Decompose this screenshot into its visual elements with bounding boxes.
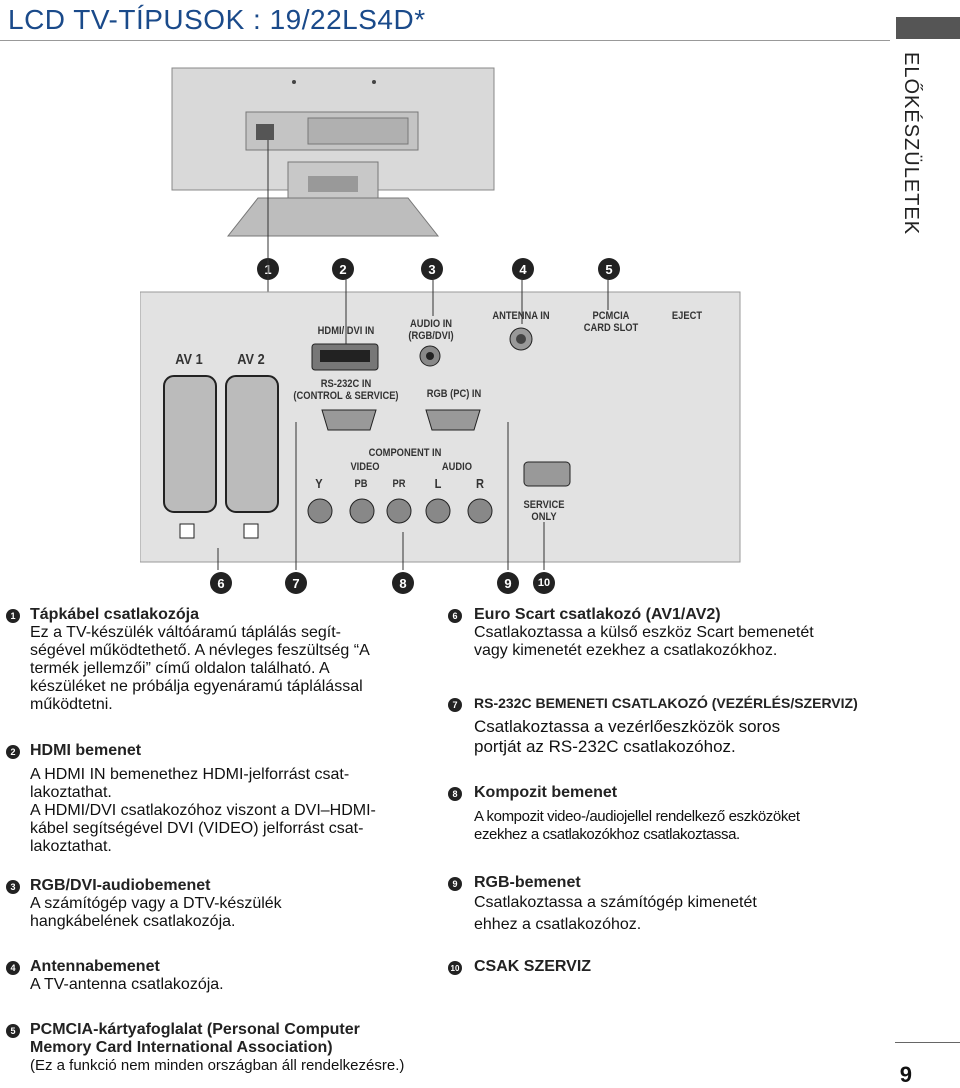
item-text: portját az RS-232C csatlakozóhoz. [474,737,736,756]
item-number: 7 [448,698,462,712]
footer-divider [895,1042,960,1043]
top-divider [0,40,890,41]
item-number: 2 [6,745,20,759]
item-text: (Ez a funkció nem minden országban áll r… [30,1057,405,1074]
item-text: termék jellemzői” című oldalon található… [30,660,330,677]
item-title: CSAK SZERVIZ [474,958,592,975]
video-label: VIDEO [350,461,380,473]
item-text: Csatlakoztassa a külső eszköz Scart beme… [474,624,814,641]
desc-item-3: 3 RGB/DVI-audiobemenet A számítógép vagy… [6,877,426,931]
item-title: RS-232C BEMENETI CSATLAKOZÓ (VEZÉRLÉS/SZ… [474,695,858,711]
desc-item-7: 7 RS-232C BEMENETI CSATLAKOZÓ (VEZÉRLÉS/… [448,695,888,757]
item-text: lakoztathat. [30,784,112,801]
eject-label: EJECT [671,310,703,322]
desc-item-1: 1 Tápkábel csatlakozója Ez a TV-készülék… [6,606,426,714]
page-title: LCD TV-TÍPUSOK : 19/22LS4D* [8,4,426,35]
callout-number: 5 [598,258,620,280]
callout-number: 9 [497,572,519,594]
item-text: Memory Card International Association) [30,1039,333,1056]
item-title: RGB/DVI-audiobemenet [30,877,211,894]
item-text: A HDMI IN bemenethez HDMI-jelforrást csa… [30,766,350,783]
component-label: COMPONENT IN [368,447,442,459]
item-text: vagy kimenetét ezekhez a csatlakozókhoz. [474,642,778,659]
item-text: készüléket ne próbálja egyenáramú táplál… [30,678,363,695]
callout-number: 10 [533,572,555,594]
desc-item-2: 2 HDMI bemenet A HDMI IN bemenethez HDMI… [6,742,426,856]
item-title: Kompozit bemenet [474,784,618,801]
item-number: 6 [448,609,462,623]
section-tab-block [896,17,960,39]
item-text: A számítógép vagy a DTV-készülék [30,895,282,912]
section-label: ELŐKÉSZÜLETEK [900,52,922,236]
tv-back-illustration [171,67,495,237]
item-text: kábel segítségével DVI (VIDEO) jelforrás… [30,820,364,837]
desc-item-5: 5 PCMCIA-kártyafoglalat (Personal Comput… [6,1021,446,1075]
desc-item-6: 6 Euro Scart csatlakozó (AV1/AV2) Csatla… [448,606,888,660]
callout-number: 2 [332,258,354,280]
jack-pr-label: PR [392,478,406,490]
item-text: működtetni. [30,696,113,713]
antenna-label: ANTENNA IN [492,310,550,322]
item-text: hangkábelének csatlakozója. [30,913,236,930]
jack-r-label: R [476,476,484,491]
rgb-pc-label: RGB (PC) IN [426,388,482,400]
item-title: HDMI bemenet [30,742,142,759]
item-title: Euro Scart csatlakozó (AV1/AV2) [474,606,721,623]
hdmi-label: HDMI/ DVI IN [317,325,375,337]
callout-number: 4 [512,258,534,280]
item-number: 8 [448,787,462,801]
item-text: Csatlakoztassa a számítógép kimenetét [474,894,757,911]
audio-in-label: AUDIO IN(RGB/DVI) [408,318,454,342]
item-text: Ez a TV-készülék váltóáramú táplálás seg… [30,624,341,641]
av1-label: AV 1 [175,351,203,368]
callout-number: 8 [392,572,414,594]
callout-number: 6 [210,572,232,594]
item-text: A HDMI/DVI csatlakozóhoz viszont a DVI–H… [30,802,376,819]
item-title: Tápkábel csatlakozója [30,606,199,623]
item-title: RGB-bemenet [474,874,581,891]
item-title: PCMCIA-kártyafoglalat (Personal Computer [30,1021,360,1038]
item-title: Antennabemenet [30,958,160,975]
jack-l-label: L [434,476,442,491]
callout-number: 3 [421,258,443,280]
desc-item-8: 8 Kompozit bemenet A kompozit video-/aud… [448,784,888,844]
item-number: 5 [6,1024,20,1038]
connector-panel [140,140,741,570]
jack-y-label: Y [315,476,323,491]
audio-label: AUDIO [441,461,473,473]
jack-pb-label: PB [354,478,368,490]
item-text: lakoztathat. [30,838,112,855]
rs232-label: RS-232C IN(CONTROL & SERVICE) [293,378,399,402]
callout-number: 7 [285,572,307,594]
item-number: 4 [6,961,20,975]
item-number: 9 [448,877,462,891]
item-number: 10 [448,961,462,975]
item-text: A TV-antenna csatlakozója. [30,976,224,993]
item-text: A kompozit video-/audiojellel rendelkező… [474,808,800,825]
item-text: Csatlakoztassa a vezérlőeszközök soros [474,717,781,736]
item-number: 3 [6,880,20,894]
item-number: 1 [6,609,20,623]
desc-item-4: 4 Antennabemenet A TV-antenna csatlakozó… [6,958,426,994]
av2-label: AV 2 [237,351,265,368]
item-text: ségével működtethető. A névleges feszült… [30,642,370,659]
page-number: 9 [899,1062,912,1087]
desc-item-10: 10 CSAK SZERVIZ [448,958,888,976]
item-text: ezekhez a csatlakozókhoz csatlakoztassa. [474,826,740,843]
item-text: ehhez a csatlakozóhoz. [474,916,642,933]
desc-item-9: 9 RGB-bemenet Csatlakoztassa a számítógé… [448,874,888,936]
